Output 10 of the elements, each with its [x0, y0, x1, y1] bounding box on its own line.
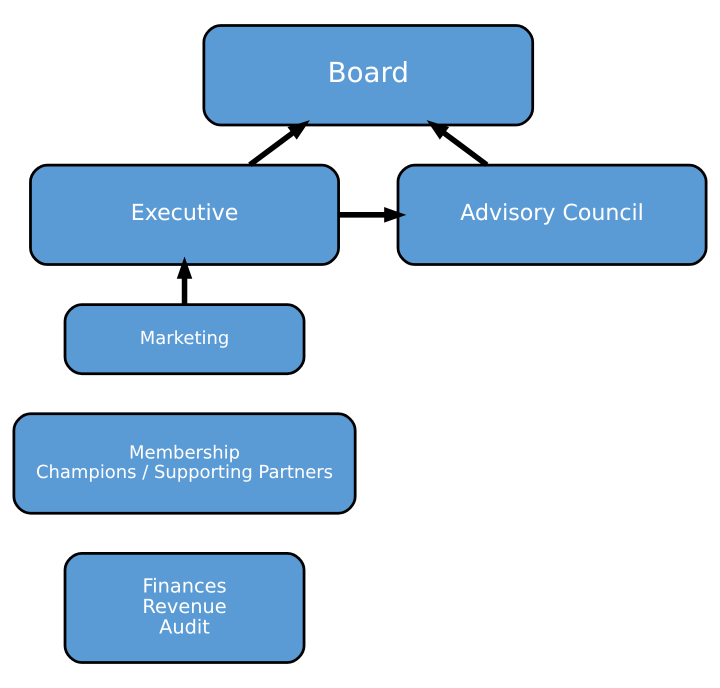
node-box: Board: [202, 24, 534, 126]
node-box: Finances Revenue Audit: [64, 552, 306, 664]
node-box: Executive: [29, 164, 340, 266]
arrow: [248, 120, 310, 168]
arrow: [338, 207, 406, 223]
node-box: Membership Champions / Supporting Partners: [12, 412, 357, 515]
arrow: [426, 120, 488, 168]
node-box: Advisory Council: [396, 164, 708, 266]
arrow: [176, 256, 192, 305]
node-box: Marketing: [64, 303, 306, 376]
